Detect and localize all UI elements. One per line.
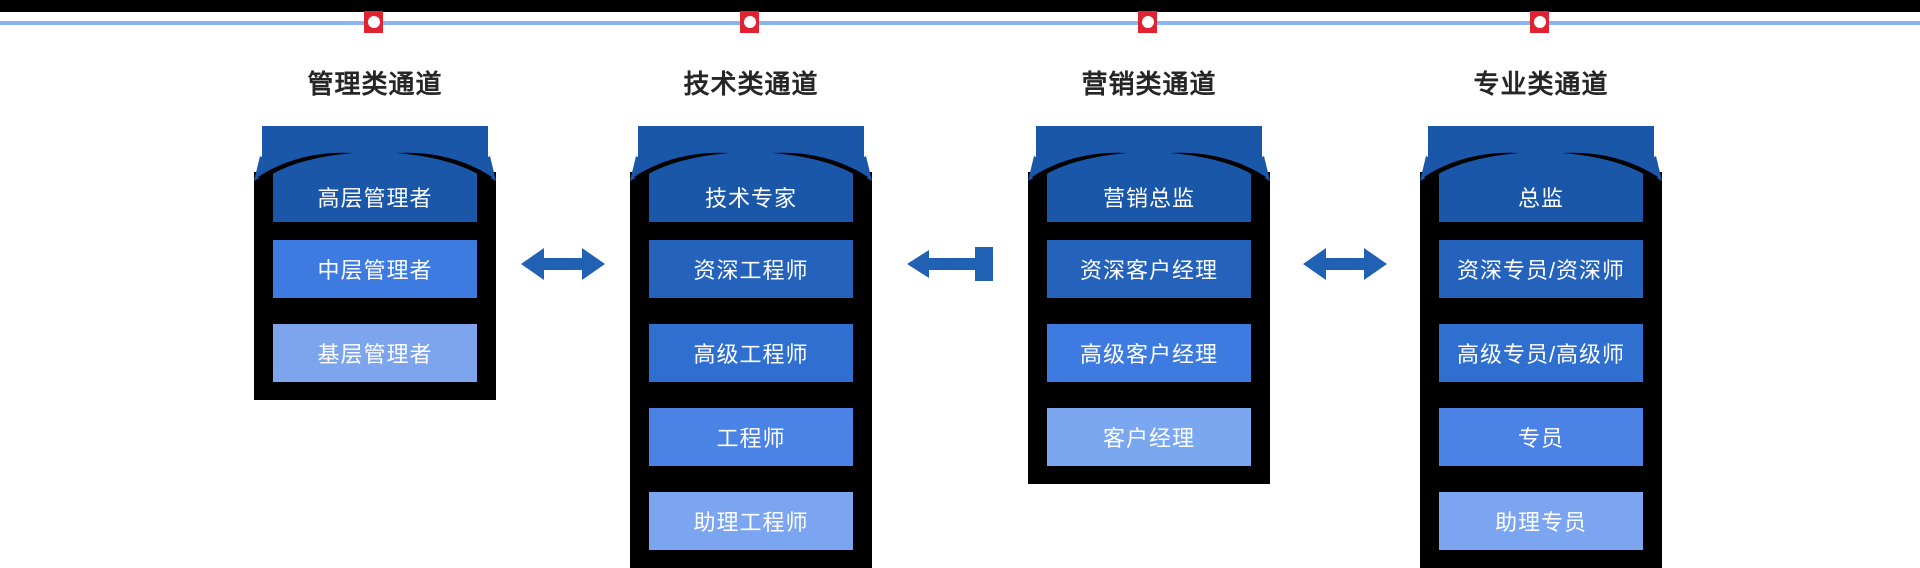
top-black-bar xyxy=(0,0,1920,12)
level-label: 营销总监 xyxy=(1102,186,1195,211)
level-label: 资深专员/资深师 xyxy=(1456,258,1626,283)
level-label: 助理工程师 xyxy=(693,510,809,535)
level-label: 总监 xyxy=(1517,186,1564,211)
ladder-rung-level: 资深客户经理 xyxy=(1047,240,1251,298)
ladder-cap-banner xyxy=(1028,126,1270,184)
level-label: 助理专员 xyxy=(1494,510,1587,535)
ladder-rung-level: 客户经理 xyxy=(1047,408,1251,466)
ladder-rung-level: 助理专员 xyxy=(1439,492,1643,550)
level-label: 客户经理 xyxy=(1102,426,1195,451)
timeline-marker-dot-icon xyxy=(367,16,380,28)
cap-swoosh-icon xyxy=(634,152,730,180)
ladder-header-level: 技术专家 xyxy=(649,172,853,222)
level-label: 资深客户经理 xyxy=(1079,258,1218,283)
level-label: 高层管理者 xyxy=(317,186,433,211)
double-headed-arrow-icon xyxy=(521,247,605,286)
level-label: 工程师 xyxy=(716,426,786,451)
timeline-marker xyxy=(740,11,759,33)
ladder-rung-level: 基层管理者 xyxy=(273,324,477,382)
double-headed-arrow-icon xyxy=(1303,247,1387,286)
ladder-rung-level: 高级客户经理 xyxy=(1047,324,1251,382)
timeline-marker xyxy=(364,11,383,33)
timeline-line xyxy=(0,21,1920,25)
cap-swoosh-icon xyxy=(258,152,354,180)
channel-title: 技术类通道 xyxy=(683,69,819,99)
timeline-marker-dot-icon xyxy=(743,16,756,28)
ladder-cap-banner xyxy=(1420,126,1662,184)
ladder-frame: 技术专家资深工程师高级工程师工程师助理工程师 xyxy=(630,172,872,568)
timeline-marker xyxy=(1530,11,1549,33)
channel-title: 管理类通道 xyxy=(307,69,443,99)
ladder-frame: 总监资深专员/资深师高级专员/高级师专员助理专员 xyxy=(1420,172,1662,568)
cap-swoosh-icon xyxy=(1424,152,1520,180)
cap-swoosh-icon xyxy=(772,152,868,180)
ladder-rung-level: 高级工程师 xyxy=(649,324,853,382)
channel-title: 专业类通道 xyxy=(1473,69,1609,99)
cap-swoosh-icon xyxy=(1170,152,1266,180)
ladder-header-level: 总监 xyxy=(1439,172,1643,222)
ladder-frame: 高层管理者中层管理者基层管理者 xyxy=(254,172,496,400)
ladder-rung-level: 工程师 xyxy=(649,408,853,466)
ladder-rung-level: 中层管理者 xyxy=(273,240,477,298)
cap-swoosh-icon xyxy=(1032,152,1128,180)
ladder-header-level: 营销总监 xyxy=(1047,172,1251,222)
timeline-marker-dot-icon xyxy=(1141,16,1154,28)
ladder-frame: 营销总监资深客户经理高级客户经理客户经理 xyxy=(1028,172,1270,484)
left-arrow-icon xyxy=(907,246,993,287)
cap-swoosh-icon xyxy=(1562,152,1658,180)
level-label: 高级客户经理 xyxy=(1079,342,1218,367)
ladder-rung-level: 高级专员/高级师 xyxy=(1439,324,1643,382)
timeline-marker-dot-icon xyxy=(1533,16,1546,28)
ladder-cap-banner xyxy=(254,126,496,184)
channel-title: 营销类通道 xyxy=(1081,69,1217,99)
ladder-header-level: 高层管理者 xyxy=(273,172,477,222)
level-label: 资深工程师 xyxy=(693,258,809,283)
level-label: 专员 xyxy=(1517,426,1564,451)
level-label: 高级工程师 xyxy=(693,342,809,367)
ladder-cap-banner xyxy=(630,126,872,184)
ladder-rung-level: 资深专员/资深师 xyxy=(1439,240,1643,298)
ladder-rung-level: 助理工程师 xyxy=(649,492,853,550)
level-label: 中层管理者 xyxy=(317,258,433,283)
level-label: 高级专员/高级师 xyxy=(1456,342,1626,367)
ladder-rung-level: 资深工程师 xyxy=(649,240,853,298)
level-label: 技术专家 xyxy=(704,186,797,211)
ladder-rung-level: 专员 xyxy=(1439,408,1643,466)
cap-swoosh-icon xyxy=(396,152,492,180)
timeline-marker xyxy=(1138,11,1157,33)
level-label: 基层管理者 xyxy=(317,342,433,367)
